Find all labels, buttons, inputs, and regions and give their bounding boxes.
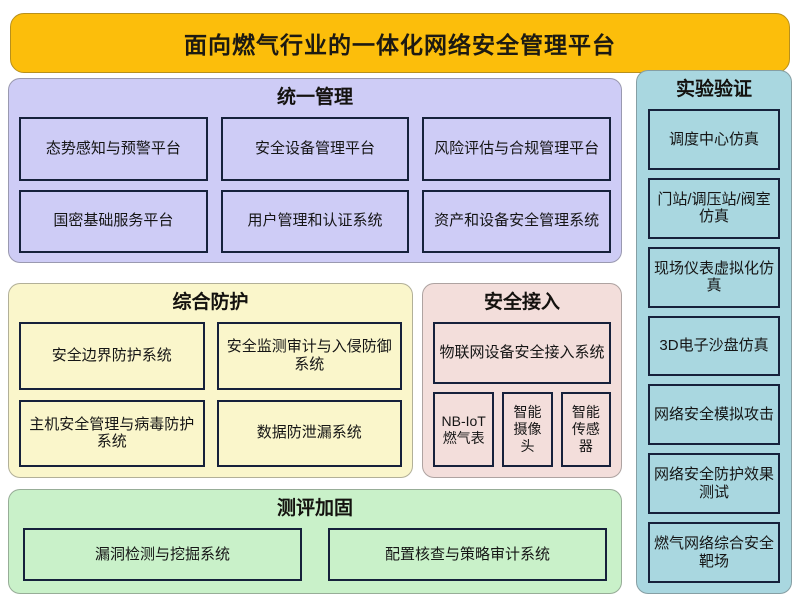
unified-management-item[interactable]: 风险评估与合规管理平台 [422, 117, 611, 181]
section-heading-comprehensive-protection: 综合防护 [172, 292, 249, 313]
page-title: 面向燃气行业的一体化网络安全管理平台 [184, 32, 616, 58]
section-comprehensive-protection: 综合防护 安全边界防护系统 安全监测审计与入侵防御系统 主机安全管理与病毒防护系… [8, 283, 413, 478]
comprehensive-protection-item[interactable]: 主机安全管理与病毒防护系统 [19, 399, 205, 467]
unified-management-item[interactable]: 资产和设备安全管理系统 [422, 189, 611, 253]
comprehensive-protection-item[interactable]: 数据防泄漏系统 [216, 399, 402, 467]
lab-verification-item[interactable]: 调度中心仿真 [648, 109, 780, 170]
unified-management-item[interactable]: 用户管理和认证系统 [220, 189, 410, 253]
section-lab-verification: 实验验证 调度中心仿真 门站/调压站/阀室仿真 现场仪表虚拟化仿真 3D电子沙盘… [636, 70, 792, 594]
section-heading-secure-access: 安全接入 [483, 292, 560, 313]
lab-verification-item[interactable]: 网络安全模拟攻击 [648, 384, 780, 446]
secure-access-device[interactable]: NB-IoT燃气表 [433, 392, 495, 467]
comprehensive-protection-item-grid: 安全边界防护系统 安全监测审计与入侵防御系统 主机安全管理与病毒防护系统 数据防… [19, 322, 402, 467]
lab-verification-item[interactable]: 门站/调压站/阀室仿真 [648, 177, 780, 239]
evaluation-hardening-item[interactable]: 配置核查与策略审计系统 [328, 528, 607, 581]
comprehensive-protection-item[interactable]: 安全监测审计与入侵防御系统 [216, 322, 402, 390]
unified-management-item[interactable]: 安全设备管理平台 [220, 117, 410, 181]
secure-access-device[interactable]: 智能摄像头 [502, 392, 553, 467]
secure-access-device-grid: NB-IoT燃气表 智能摄像头 智能传感器 [433, 392, 611, 467]
lab-verification-item[interactable]: 3D电子沙盘仿真 [648, 315, 780, 377]
section-unified-management: 统一管理 态势感知与预警平台 安全设备管理平台 风险评估与合规管理平台 国密基础… [8, 78, 622, 263]
unified-management-item-grid: 态势感知与预警平台 安全设备管理平台 风险评估与合规管理平台 国密基础服务平台 … [19, 117, 611, 253]
lab-verification-item[interactable]: 现场仪表虚拟化仿真 [648, 246, 780, 308]
lab-verification-item[interactable]: 网络安全防护效果测试 [648, 453, 780, 515]
evaluation-hardening-item[interactable]: 漏洞检测与挖掘系统 [23, 528, 302, 581]
lab-verification-item[interactable]: 燃气网络综合安全靶场 [648, 522, 780, 583]
lab-verification-item-list: 调度中心仿真 门站/调压站/阀室仿真 现场仪表虚拟化仿真 3D电子沙盘仿真 网络… [648, 109, 780, 583]
secure-access-device[interactable]: 智能传感器 [560, 392, 611, 467]
section-heading-lab-verification: 实验验证 [675, 79, 752, 100]
unified-management-item[interactable]: 国密基础服务平台 [19, 189, 208, 253]
section-heading-unified-management: 统一管理 [276, 87, 353, 108]
section-heading-evaluation-hardening: 测评加固 [276, 498, 353, 519]
platform-title-banner: 面向燃气行业的一体化网络安全管理平台 [10, 13, 790, 73]
evaluation-hardening-item-grid: 漏洞检测与挖掘系统 配置核查与策略审计系统 [23, 528, 607, 581]
unified-management-item[interactable]: 态势感知与预警平台 [19, 117, 208, 181]
section-secure-access: 安全接入 物联网设备安全接入系统 NB-IoT燃气表 智能摄像头 智能传感器 [422, 283, 622, 478]
secure-access-main-item[interactable]: 物联网设备安全接入系统 [433, 322, 611, 384]
comprehensive-protection-item[interactable]: 安全边界防护系统 [19, 322, 205, 390]
section-evaluation-hardening: 测评加固 漏洞检测与挖掘系统 配置核查与策略审计系统 [8, 489, 622, 594]
